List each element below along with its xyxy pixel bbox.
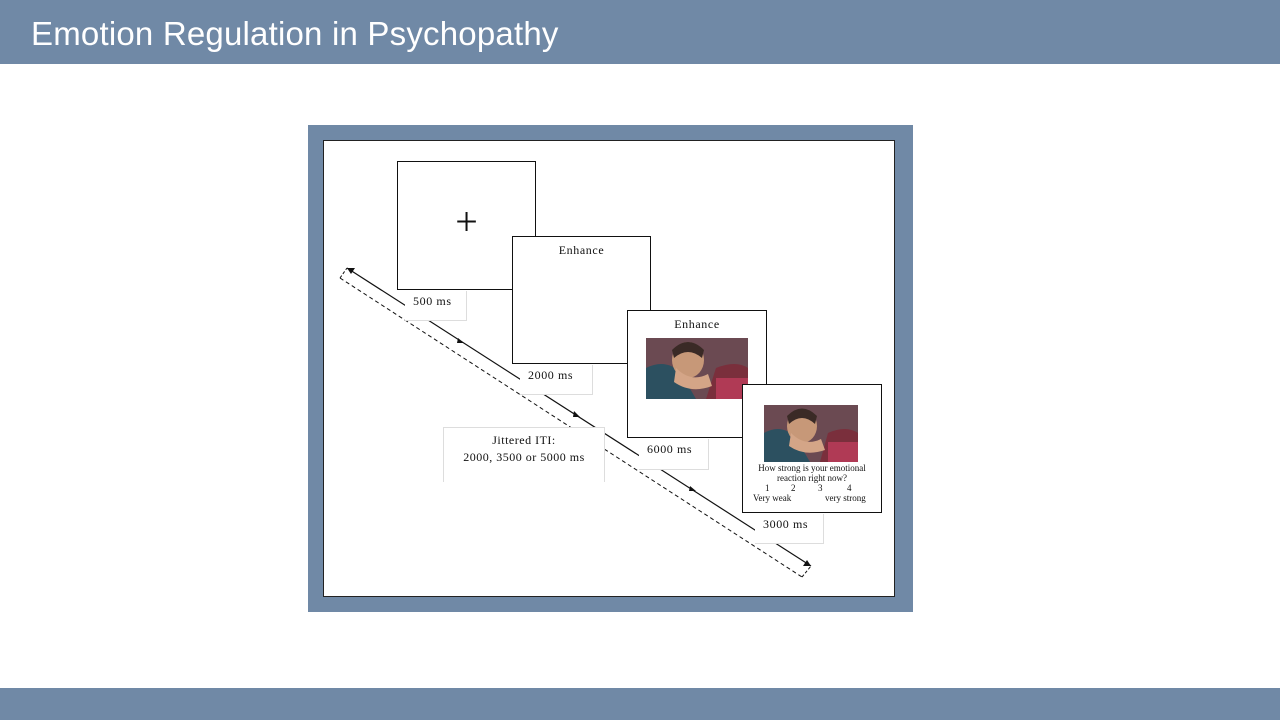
rating-screen: How strong is your emotional reaction ri… (742, 384, 882, 513)
distressed-person-photo-small (764, 405, 858, 462)
rating-scale-4: 4 (847, 483, 852, 493)
iti-label-box: Jittered ITI: 2000, 3500 or 5000 ms (443, 427, 605, 482)
rating-scale-1: 1 (765, 483, 770, 493)
picture-duration: 6000 ms (639, 439, 709, 470)
rating-scale-2: 2 (791, 483, 796, 493)
fixation-duration: 500 ms (405, 291, 467, 321)
instruction-duration: 2000 ms (520, 365, 593, 395)
rating-question-line-2: reaction right now? (743, 473, 881, 483)
rating-duration: 3000 ms (755, 514, 824, 544)
iti-line-1: Jittered ITI: (444, 432, 604, 449)
rating-question-line-1: How strong is your emotional (743, 463, 881, 473)
title-bar: Emotion Regulation in Psychopathy (0, 0, 1280, 64)
rating-high-anchor: very strong (825, 493, 866, 503)
instruction-label: Enhance (513, 243, 650, 258)
slide-title: Emotion Regulation in Psychopathy (31, 14, 559, 54)
footer-bar (0, 688, 1280, 720)
rating-low-anchor: Very weak (753, 493, 791, 503)
distressed-person-photo (646, 338, 748, 399)
iti-line-2: 2000, 3500 or 5000 ms (444, 449, 604, 466)
rating-scale-3: 3 (818, 483, 823, 493)
picture-label: Enhance (628, 317, 766, 332)
